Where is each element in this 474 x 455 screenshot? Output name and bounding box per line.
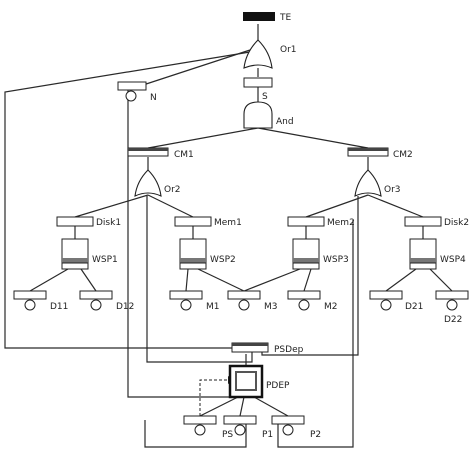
wsp3-label: WSP3 bbox=[323, 255, 349, 265]
wsp4-label: WSP4 bbox=[440, 255, 466, 265]
basic-event-d22 bbox=[435, 290, 469, 311]
or1-gate bbox=[243, 39, 273, 69]
ps-label: PS bbox=[222, 430, 233, 440]
p2-label: P2 bbox=[310, 430, 321, 440]
wsp1-label: WSP1 bbox=[92, 255, 118, 265]
n-event-circle bbox=[125, 90, 137, 102]
cm1-label: CM1 bbox=[174, 150, 194, 160]
basic-event-d12 bbox=[79, 290, 113, 311]
basic-event-p1 bbox=[223, 415, 257, 436]
s-event-box bbox=[243, 77, 273, 88]
or2-label: Or2 bbox=[164, 185, 181, 195]
wsp2-gate bbox=[179, 238, 207, 270]
d12-label: D12 bbox=[116, 302, 134, 312]
disk2-label: Disk2 bbox=[444, 218, 469, 228]
n-label: N bbox=[150, 93, 157, 103]
or3-gate bbox=[354, 169, 382, 197]
basic-event-p2 bbox=[271, 415, 305, 436]
top-event-bar bbox=[243, 12, 275, 21]
psdep-label: PSDep bbox=[274, 345, 304, 355]
basic-event-d11 bbox=[13, 290, 47, 311]
mem2-box bbox=[287, 216, 325, 227]
d21-label: D21 bbox=[405, 302, 423, 312]
basic-event-m2 bbox=[287, 290, 321, 311]
basic-event-m3 bbox=[227, 290, 261, 311]
pdep-label: PDEP bbox=[266, 381, 290, 391]
cm2-label: CM2 bbox=[393, 150, 413, 160]
disk1-label: Disk1 bbox=[96, 218, 121, 228]
pdep-gate bbox=[228, 364, 264, 399]
mem1-box bbox=[174, 216, 212, 227]
and-label: And bbox=[276, 117, 294, 127]
d22-label: D22 bbox=[444, 315, 462, 325]
mem2-label: Mem2 bbox=[327, 218, 355, 228]
m2-label: M2 bbox=[324, 302, 338, 312]
n-event-box bbox=[117, 81, 147, 91]
wsp2-label: WSP2 bbox=[210, 255, 236, 265]
and-gate bbox=[243, 101, 273, 129]
top-event-label: TE bbox=[279, 13, 291, 23]
or3-label: Or3 bbox=[384, 185, 401, 195]
d11-label: D11 bbox=[50, 302, 68, 312]
basic-event-m1 bbox=[169, 290, 203, 311]
or2-gate bbox=[134, 169, 162, 197]
p1-label: P1 bbox=[262, 430, 273, 440]
disk2-box bbox=[404, 216, 442, 227]
s-label: S bbox=[262, 92, 268, 102]
basic-event-ps bbox=[183, 415, 217, 436]
wsp4-gate bbox=[409, 238, 437, 270]
disk1-box bbox=[56, 216, 94, 227]
m1-label: M1 bbox=[206, 302, 220, 312]
wsp3-gate bbox=[292, 238, 320, 270]
connection-lines bbox=[4, 24, 453, 448]
or1-label: Or1 bbox=[280, 45, 297, 55]
basic-event-d21 bbox=[369, 290, 403, 311]
wsp1-gate bbox=[61, 238, 89, 270]
m3-label: M3 bbox=[264, 302, 278, 312]
mem1-label: Mem1 bbox=[214, 218, 242, 228]
